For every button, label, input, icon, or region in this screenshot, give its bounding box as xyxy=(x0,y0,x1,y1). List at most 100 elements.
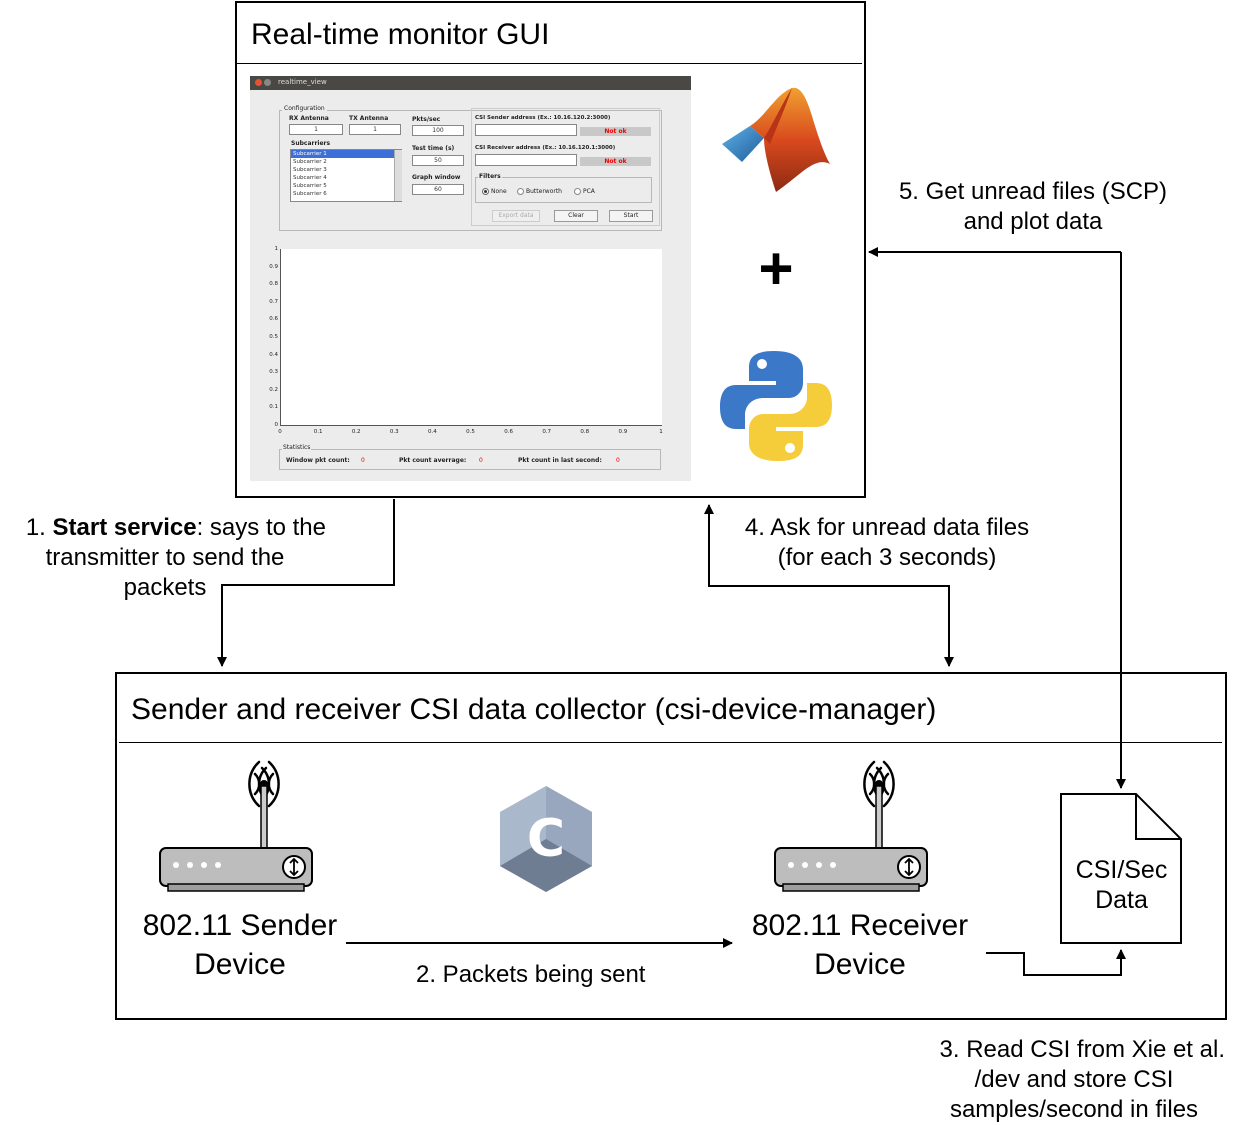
csi-collector-box xyxy=(115,672,1227,1020)
list-item[interactable]: Subcarrier 3 xyxy=(293,167,327,173)
receiver-router-icon xyxy=(774,760,928,892)
y-tick-label: 0 xyxy=(274,422,279,428)
csi-data-file-label: CSI/Sec Data xyxy=(1060,855,1183,915)
y-tick-label: 0.4 xyxy=(269,351,278,358)
receiver-status-badge: Not ok xyxy=(580,157,651,166)
sender-address-label: CSI Sender address (Ex.: 10.16.120.2:300… xyxy=(475,115,611,121)
x-tick-label: 0.5 xyxy=(466,429,475,435)
bottom-box-divider xyxy=(119,742,1222,743)
window-pkt-count-label: Window pkt count: xyxy=(286,457,350,464)
plus-sign: + xyxy=(758,235,794,302)
list-item[interactable]: Subcarrier 1 xyxy=(291,150,401,158)
step2-label: 2. Packets being sent xyxy=(416,961,646,988)
x-tick-label: 0.9 xyxy=(618,429,628,435)
pkt-count-last-second-value: 0 xyxy=(616,457,620,464)
start-button[interactable]: Start xyxy=(609,210,653,222)
test-time-field[interactable]: 50 xyxy=(412,155,464,166)
sender-device-label-line2: Device xyxy=(194,948,286,981)
step3-line3: samples/second in files xyxy=(949,1096,1199,1123)
filters-label: Filters xyxy=(478,173,502,180)
step1-label: 1. Start service: says to the xyxy=(0,513,326,543)
tx-antenna-field[interactable]: 1 xyxy=(349,124,401,135)
pkt-count-last-second-label: Pkt count in last second: xyxy=(518,457,602,464)
window-title-bar: realtime_view xyxy=(250,76,691,90)
step5-line1: 5. Get unread files (SCP) xyxy=(898,178,1168,205)
y-tick-label: 0.5 xyxy=(269,334,278,340)
graph-window-label: Graph window xyxy=(412,174,461,181)
list-item[interactable]: Subcarrier 5 xyxy=(293,183,327,189)
sender-device-label-line1: 802.11 Sender xyxy=(142,909,338,942)
step4-line2: (for each 3 seconds) xyxy=(777,544,997,571)
document-icon xyxy=(1060,793,1182,944)
receiver-device-label: 802.11 Receiver Device xyxy=(735,906,985,984)
y-tick-label: 1 xyxy=(274,246,279,252)
csi-collector-title: Sender and receiver CSI data collector (… xyxy=(131,693,937,726)
statistics-panel xyxy=(279,449,661,470)
x-tick-label: 0.4 xyxy=(428,429,437,435)
configuration-panel xyxy=(279,110,662,231)
receiver-device-label-line2: Device xyxy=(814,948,906,981)
receiver-device-label-line1: 802.11 Receiver xyxy=(751,909,969,942)
step1-bold: Start service xyxy=(52,514,197,541)
step4-line1: 4. Ask for unread data files xyxy=(744,514,1030,541)
y-tick-label: 0.1 xyxy=(269,404,278,411)
receiver-address-field[interactable] xyxy=(475,154,577,166)
list-item[interactable]: Subcarrier 6 xyxy=(293,191,327,197)
sender-device-label: 802.11 Sender Device xyxy=(120,906,360,984)
y-tick-label: 0.6 xyxy=(269,316,278,323)
step1-line2: transmitter to send the xyxy=(45,544,285,571)
y-tick-label: 0.8 xyxy=(269,281,278,288)
configuration-label: Configuration xyxy=(282,105,327,112)
plot-area xyxy=(280,249,662,426)
pkt-count-average-value: 0 xyxy=(479,457,483,464)
y-tick-label: 0.9 xyxy=(269,263,278,270)
c-language-logo: C xyxy=(500,786,592,892)
x-tick-label: 0.7 xyxy=(542,429,552,435)
statistics-label: Statistics xyxy=(282,444,312,451)
subcarriers-list[interactable]: Subcarrier 1 Subcarrier 2 Subcarrier 3 S… xyxy=(290,149,402,202)
list-item[interactable]: Subcarrier 4 xyxy=(293,175,327,181)
close-icon[interactable] xyxy=(255,79,262,86)
matlab-logo xyxy=(722,87,830,192)
filter-butterworth-radio[interactable] xyxy=(517,188,524,195)
filter-none-label: None xyxy=(491,188,507,195)
step3-line1: 3. Read CSI from Xie et al. xyxy=(939,1036,1225,1063)
export-data-button[interactable]: Export data xyxy=(492,210,540,222)
realtime-view-window: realtime_view Configuration RX Antenna 1… xyxy=(250,76,691,481)
rx-antenna-field[interactable]: 1 xyxy=(289,124,343,135)
filter-pca-radio[interactable] xyxy=(574,188,581,195)
minimize-icon[interactable] xyxy=(264,79,271,86)
step3-line2: /dev and store CSI xyxy=(974,1066,1174,1093)
list-item[interactable]: Subcarrier 2 xyxy=(293,159,327,165)
filter-pca-label: PCA xyxy=(583,188,595,195)
y-tick-label: 0.3 xyxy=(269,369,278,376)
y-tick-label: 0.2 xyxy=(269,386,278,393)
graph-window-field[interactable]: 60 xyxy=(412,184,464,195)
tx-antenna-label: TX Antenna xyxy=(349,115,389,122)
filter-butterworth-label: Butterworth xyxy=(526,188,562,195)
receiver-address-label: CSI Receiver address (Ex.: 10.16.120.1:3… xyxy=(475,145,616,151)
c-logo-letter: C xyxy=(527,809,565,869)
sender-address-field[interactable] xyxy=(475,124,577,136)
subcarriers-label: Subcarriers xyxy=(291,140,331,147)
filter-none-radio[interactable] xyxy=(482,188,489,195)
sender-status-badge: Not ok xyxy=(580,127,651,136)
step5-line2: and plot data xyxy=(963,208,1103,235)
sender-router-icon xyxy=(159,760,313,892)
realtime-monitor-title: Real-time monitor GUI xyxy=(251,18,550,51)
y-tick-label: 0.7 xyxy=(269,298,278,305)
clear-button[interactable]: Clear xyxy=(554,210,598,222)
pkts-sec-label: Pkts/sec xyxy=(412,116,441,123)
rx-antenna-label: RX Antenna xyxy=(289,115,329,122)
file-label-line2: Data xyxy=(1095,886,1148,914)
x-tick-label: 0.6 xyxy=(504,429,513,435)
pkt-count-average-label: Pkt count averrage: xyxy=(399,457,467,464)
python-logo xyxy=(720,351,832,461)
filters-panel xyxy=(475,177,652,203)
scrollbar[interactable] xyxy=(394,150,402,201)
pkts-sec-field[interactable]: 100 xyxy=(412,125,464,136)
step1-line1-rest: : says to the xyxy=(196,514,326,541)
x-tick-label: 1 xyxy=(659,429,663,435)
step1-line3: packets xyxy=(123,574,207,601)
